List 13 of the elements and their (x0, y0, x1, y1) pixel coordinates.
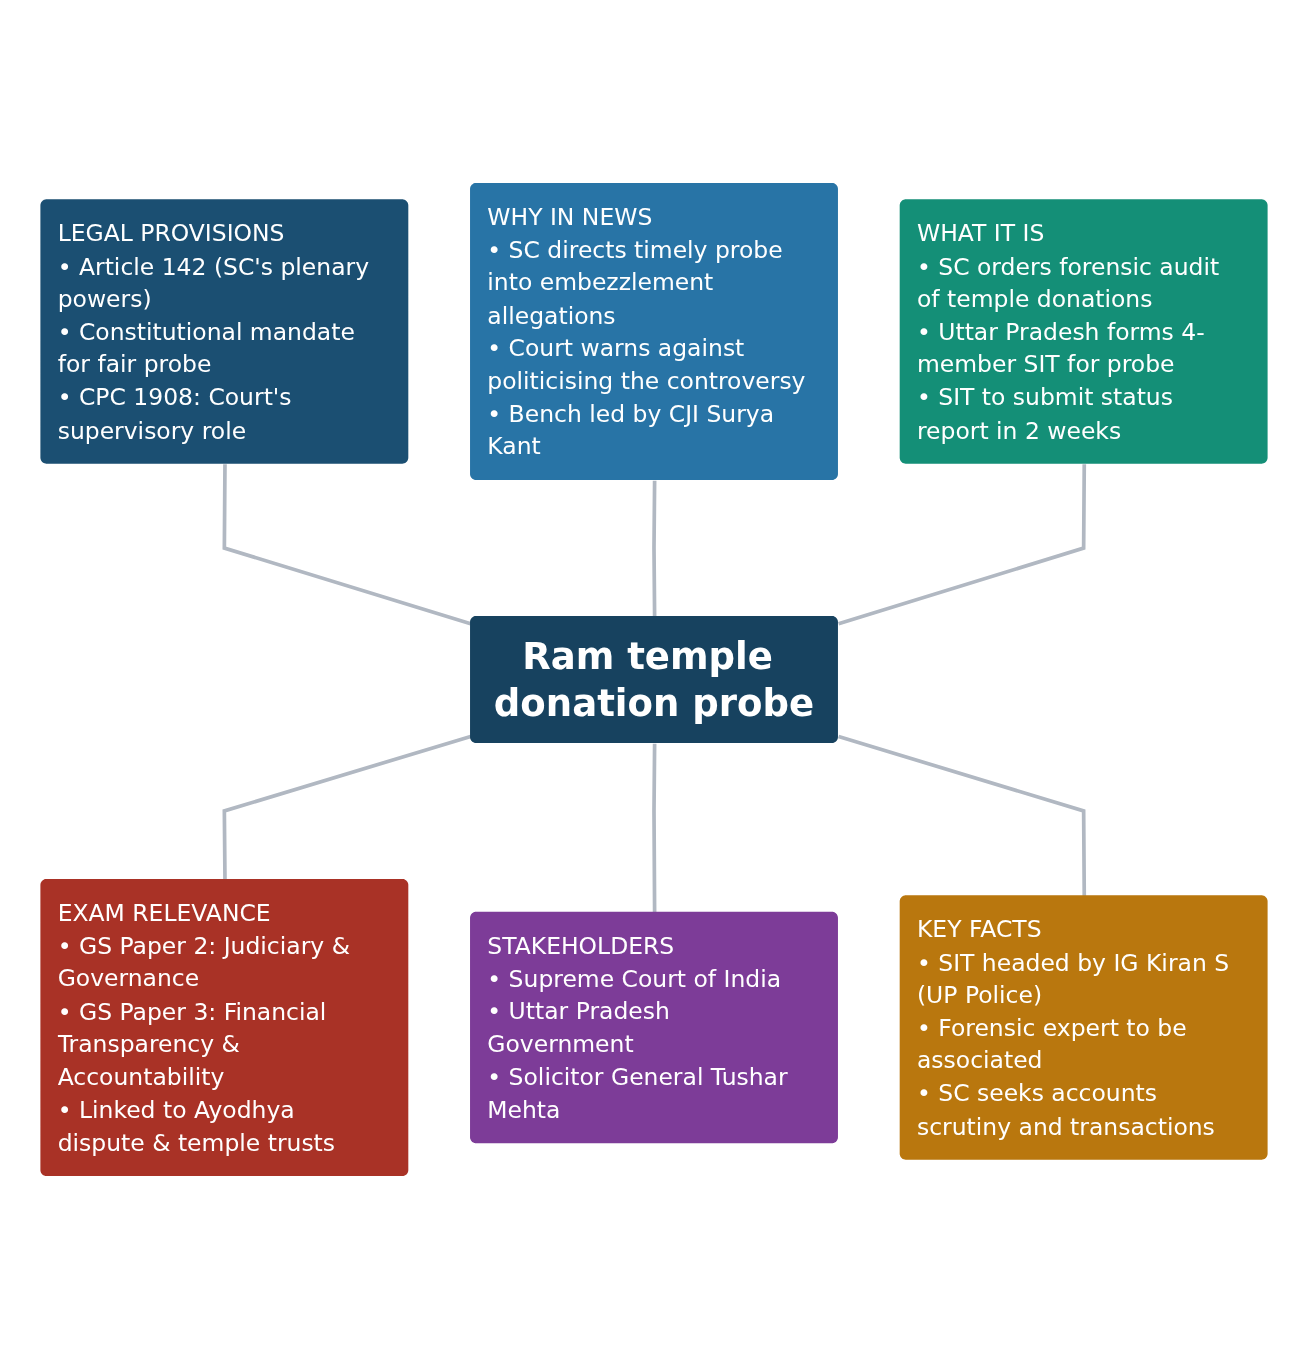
connector (838, 463, 1087, 626)
connector (838, 734, 1087, 896)
connector (652, 480, 657, 617)
node-box: Ram temple donation probe (470, 615, 838, 743)
node-box: LEGAL PROVISIONS • Article 142 (SC's plenary powers) • Constitutional mandate for fair probe • CPC 1908: Court's supervisory role (40, 198, 409, 464)
connector (222, 463, 472, 626)
node-box: EXAM RELEVANCE • GS Paper 2: Judiciary & Governance • GS Paper 3: Financial Transparency & Accountability • Linked to Ayodhya dispute & temple trusts (40, 878, 409, 1176)
node-box: WHY IN NEWS • SC directs timely probe into embezzlement allegations • Court warns against politicising the controversy • Bench led by CJI Surya Kant (470, 182, 838, 480)
connector (222, 734, 472, 880)
connector (652, 743, 657, 912)
node-box: KEY FACTS • SIT headed by IG Kiran S (UP Police) • Forensic expert to be associated • SC seeks accounts scrutiny and transactions (899, 894, 1268, 1160)
node-box: STAKEHOLDERS • Supreme Court of India • Uttar Pradesh Government • Solicitor General Tushar Mehta (470, 911, 838, 1143)
node-box: WHAT IT IS • SC orders forensic audit of temple donations • Uttar Pradesh forms 4-member SIT for probe • SIT to submit status report in 2 weeks (899, 198, 1268, 464)
